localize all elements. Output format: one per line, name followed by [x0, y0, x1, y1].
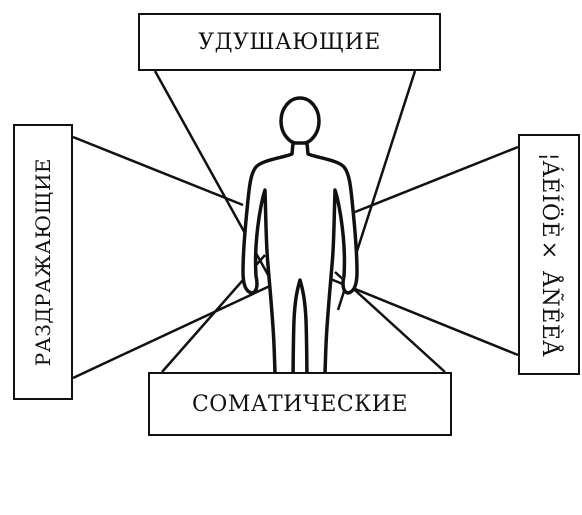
label-top-box: УДУШАЮЩИЕ — [138, 13, 441, 71]
label-right-box: ¦ÁÉÍÖÈ× ÅÑÊÈÅ — [518, 134, 580, 375]
label-bottom-text: СОМАТИЧЕСКИЕ — [192, 392, 408, 417]
line-left-bottom — [73, 285, 272, 378]
line-right-bottom — [328, 278, 518, 355]
label-top-text: УДУШАЮЩИЕ — [198, 30, 381, 55]
label-right-text: ¦ÁÉÍÖÈ× ÅÑÊÈÅ — [538, 153, 560, 357]
label-left-box: РАЗДРАЖАЮЩИЕ — [13, 124, 73, 400]
label-left-text: РАЗДРАЖАЮЩИЕ — [33, 158, 53, 366]
line-left-top — [73, 137, 243, 205]
label-bottom-box: СОМАТИЧЕСКИЕ — [148, 372, 452, 436]
